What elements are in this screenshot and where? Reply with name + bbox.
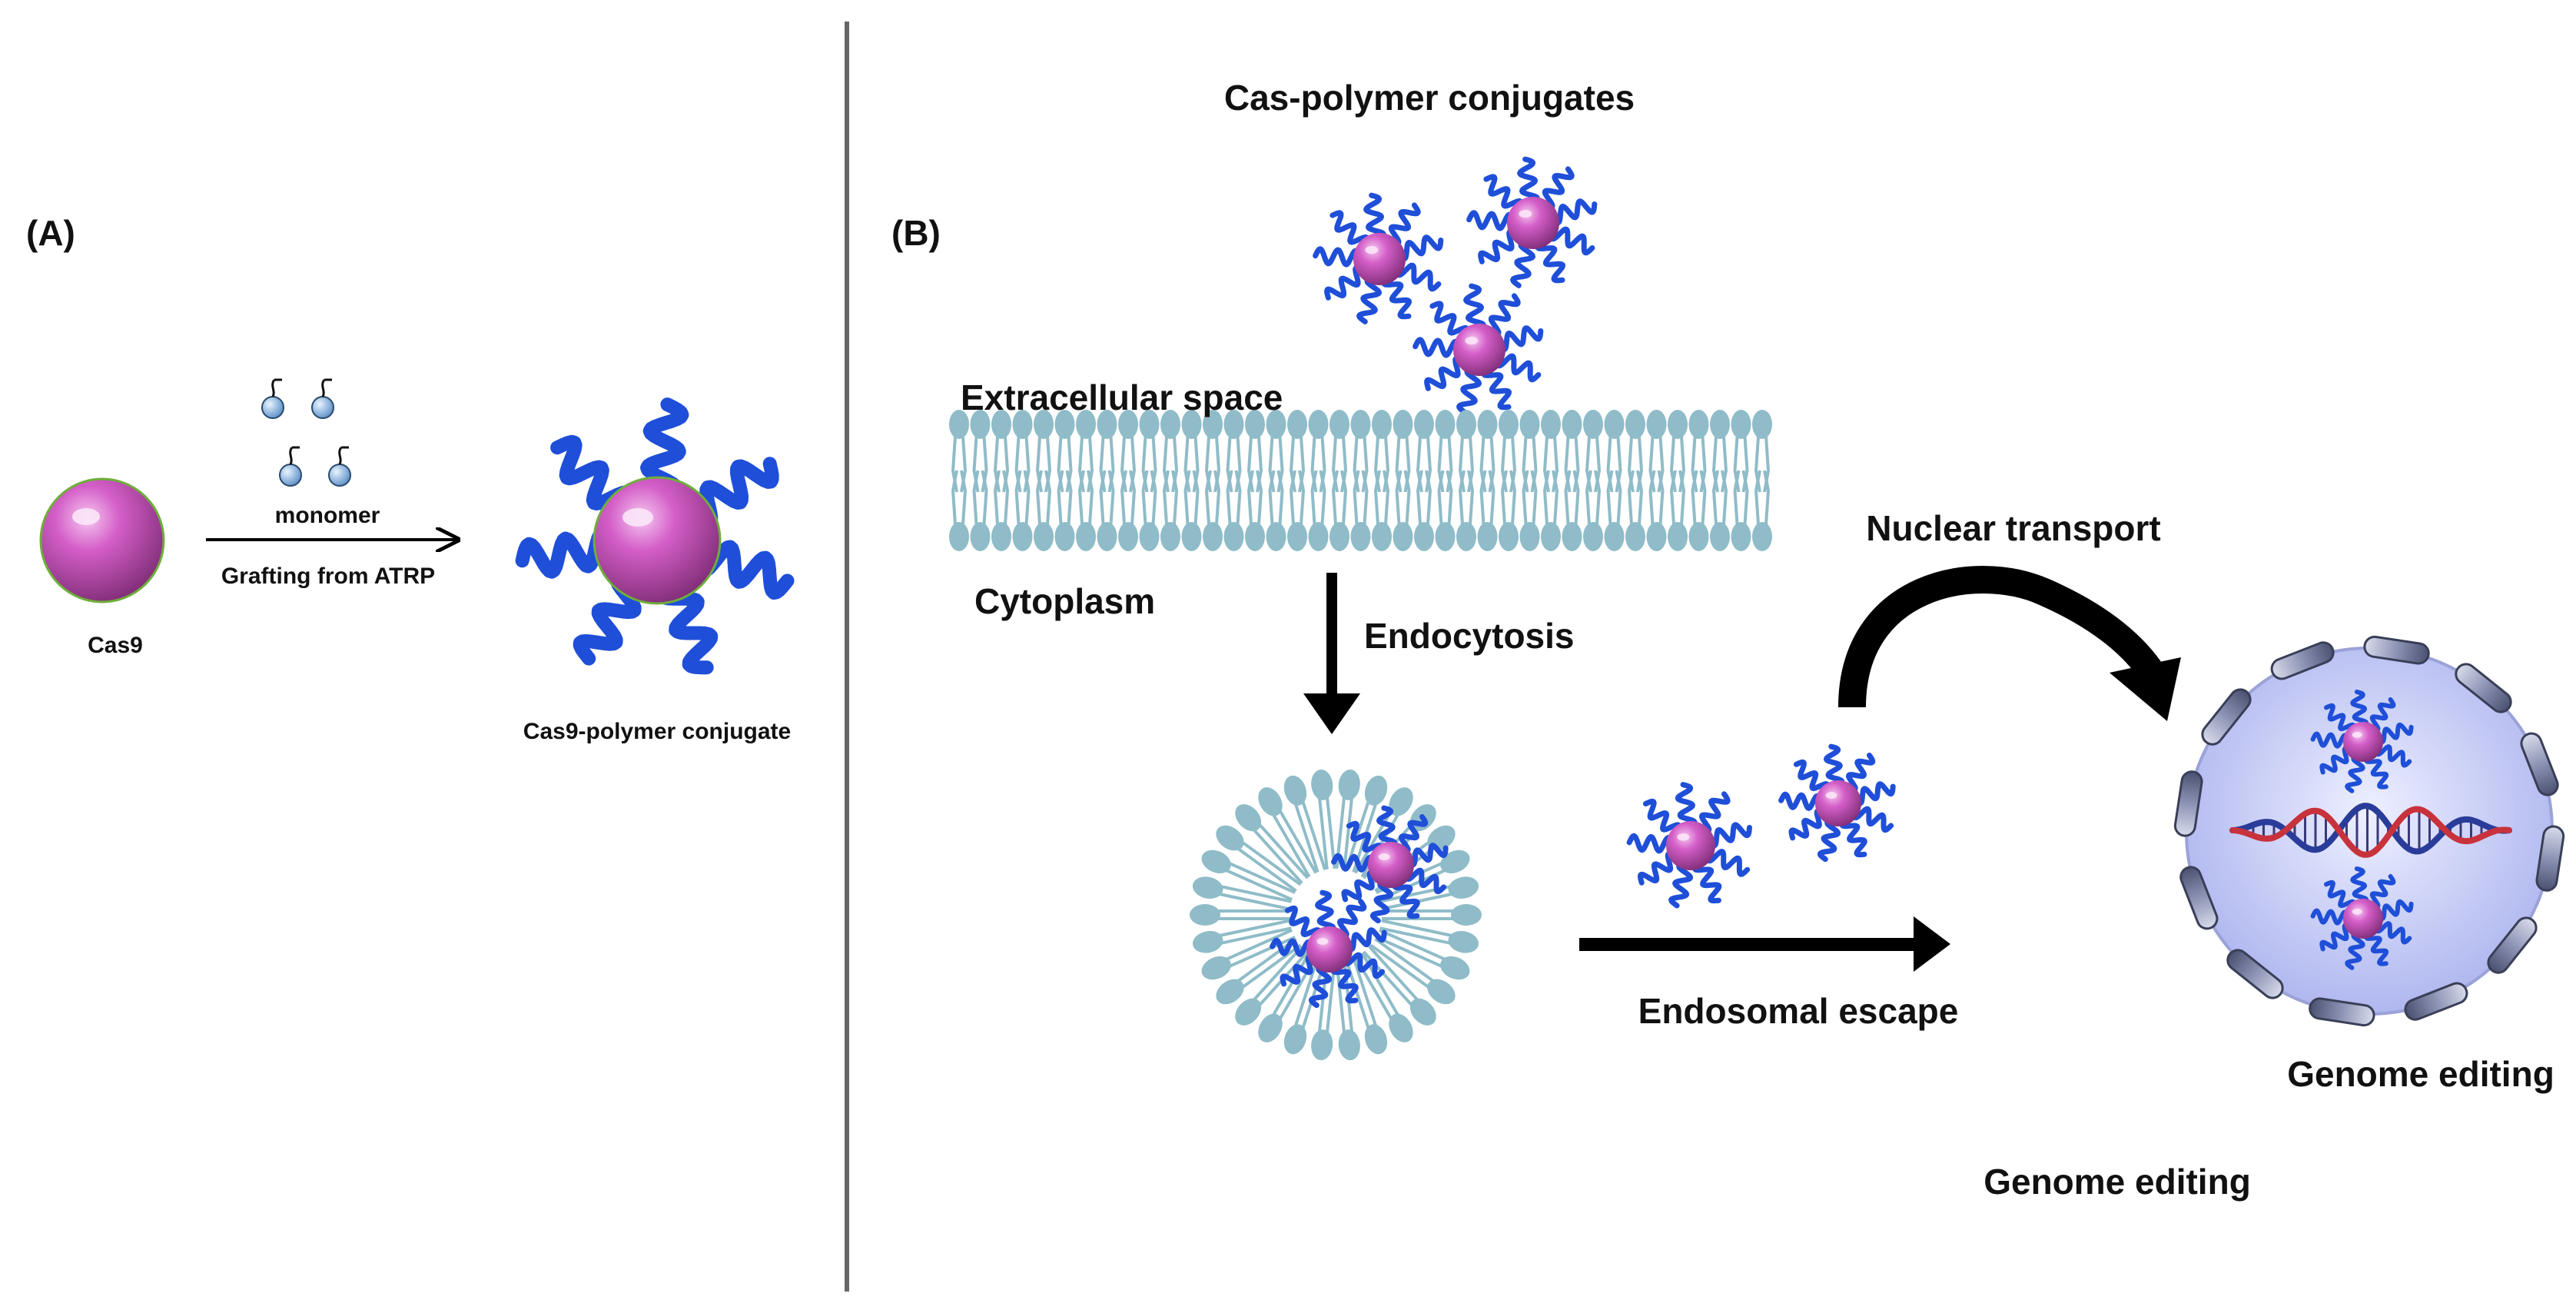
genome-editing-bottom-label: Genome editing bbox=[1983, 1162, 2251, 1202]
cas9-polymer-conjugate-graphic bbox=[515, 397, 795, 675]
cas-polymer-conjugates-graphic bbox=[1313, 156, 1598, 415]
cas9-label: Cas9 bbox=[88, 633, 143, 658]
endocytosis-arrow bbox=[1303, 573, 1360, 734]
monomer-label: monomer bbox=[274, 503, 380, 528]
panel-a-tag: (A) bbox=[26, 213, 75, 253]
nuclear-transport-arrow bbox=[1838, 566, 2181, 721]
conjugate-particle bbox=[1270, 889, 1387, 1009]
conjugate-particle bbox=[1331, 805, 1449, 924]
nucleus bbox=[2173, 635, 2565, 1027]
nuclear-transport-label: Nuclear transport bbox=[1866, 508, 2161, 548]
cas9-protein bbox=[39, 477, 165, 603]
conjugates-label: Cas-polymer conjugates bbox=[1223, 78, 1635, 118]
conjugate-particle bbox=[1778, 743, 1896, 863]
extracellular-space-label: Extracellular space bbox=[961, 377, 1283, 417]
conjugate-particle bbox=[2310, 866, 2414, 970]
escaped-conjugates bbox=[1626, 743, 1896, 909]
genome-editing-nucleus-label: Genome editing bbox=[2287, 1054, 2554, 1094]
conjugate-particle bbox=[1626, 782, 1752, 909]
conjugate-particle bbox=[1313, 192, 1444, 324]
grafting-label: Grafting from ATRP bbox=[221, 564, 436, 589]
endosome-micelle bbox=[1190, 769, 1482, 1061]
conjugate-particle bbox=[1466, 156, 1598, 288]
cytoplasm-label: Cytoplasm bbox=[974, 581, 1156, 621]
conjugate-particle bbox=[2310, 690, 2414, 793]
conjugate-label: Cas9-polymer conjugate bbox=[523, 719, 792, 744]
endocytosis-label: Endocytosis bbox=[1364, 616, 1575, 656]
cell-membrane-bilayer bbox=[949, 410, 1772, 551]
dna-helix bbox=[2229, 803, 2512, 858]
panel-b-tag: (B) bbox=[891, 213, 941, 253]
monomer-icons bbox=[261, 378, 351, 487]
endosomal-escape-arrow bbox=[1579, 916, 1950, 972]
endosomal-escape-label: Endosomal escape bbox=[1638, 991, 1959, 1031]
conjugate-particle bbox=[1412, 283, 1544, 415]
